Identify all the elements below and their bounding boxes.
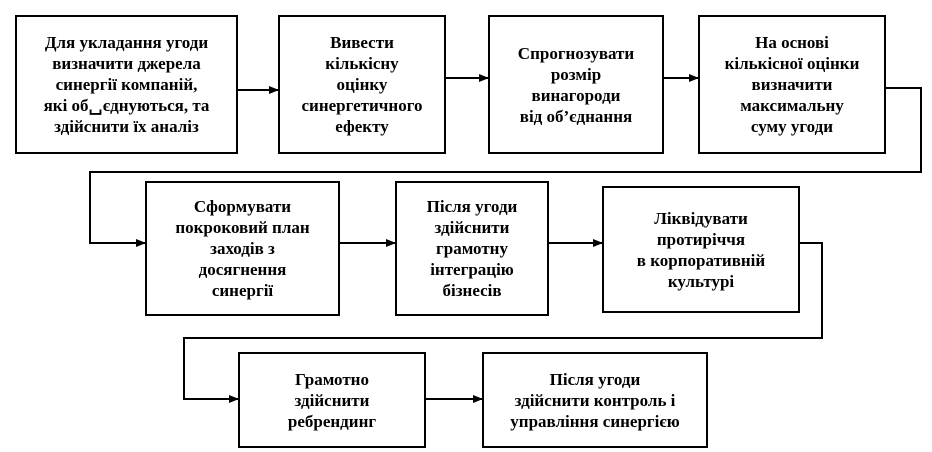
step-2-box: Вивести кількісну оцінку синергетичного …	[278, 15, 446, 154]
step-1-text: Для укладання угоди визначити джерела си…	[43, 33, 210, 136]
step-8-box: Грамотно здійснити ребрендинг	[238, 352, 426, 448]
step-7-box: Ліквідувати протиріччя в корпоративній к…	[602, 186, 800, 313]
step-3-text: Спрогнозувати розмір винагороди від об’є…	[517, 43, 635, 126]
step-1-box: Для укладання угоди визначити джерела си…	[15, 15, 238, 154]
step-4-box: На основі кількісної оцінки визначити ма…	[698, 15, 886, 154]
step-5-box: Сформувати покроковий план заходів з дос…	[145, 181, 340, 316]
step-3-box: Спрогнозувати розмір винагороди від об’є…	[488, 15, 664, 154]
step-8-text: Грамотно здійснити ребрендинг	[287, 369, 377, 431]
arrow-s7-s8	[183, 242, 823, 403]
arrow-s4-s5	[89, 87, 922, 247]
step-6-box: Після угоди здійснити грамотну інтеграці…	[395, 181, 549, 316]
step-7-text: Ліквідувати протиріччя в корпоративній к…	[636, 208, 766, 291]
step-9-text: Після угоди здійснити контроль і управлі…	[510, 369, 680, 431]
step-4-text: На основі кількісної оцінки визначити ма…	[724, 33, 860, 136]
step-2-text: Вивести кількісну оцінку синергетичного …	[301, 33, 423, 136]
step-9-box: Після угоди здійснити контроль і управлі…	[482, 352, 708, 448]
step-6-text: Після угоди здійснити грамотну інтеграці…	[426, 197, 518, 300]
step-5-text: Сформувати покроковий план заходів з дос…	[175, 197, 310, 300]
